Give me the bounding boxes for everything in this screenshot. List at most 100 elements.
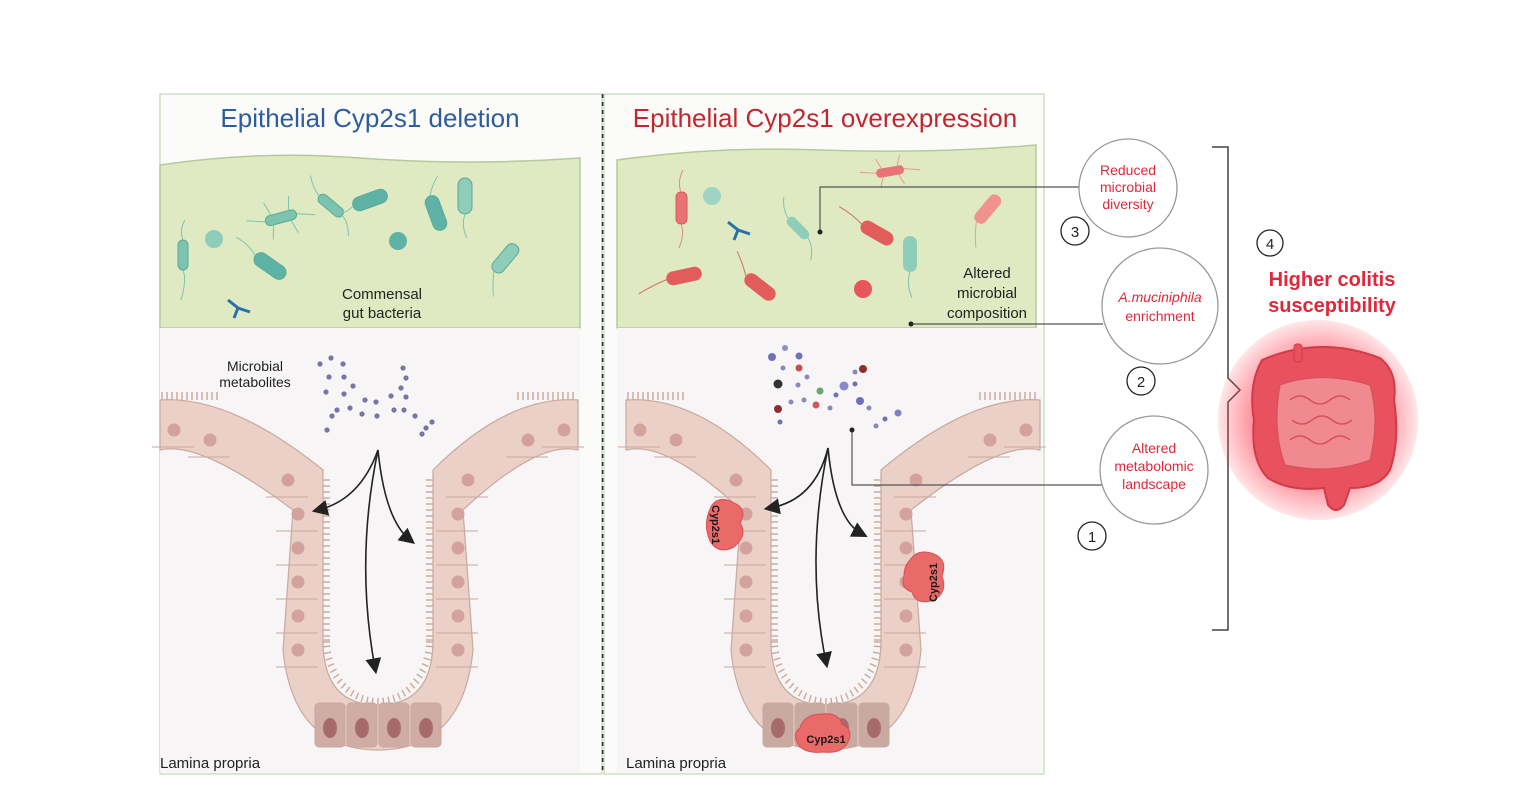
metabolite-dot [423, 425, 429, 431]
callout-text-line3: diversity [1102, 196, 1153, 212]
bacterium-icon [457, 177, 473, 239]
callout-akkermansia: A.muciniphila enrichment 2 [1101, 247, 1219, 396]
bacterium-icon [903, 236, 917, 299]
outcome-text-line1: Higher colitis [1269, 269, 1396, 291]
metabolite-dot [419, 431, 425, 437]
bacterium-icon [246, 196, 316, 240]
metabolite-dot [324, 427, 330, 433]
cyp2s1-protein-2: Cyp2s1 [902, 551, 945, 603]
cyp2s1-protein-1: Cyp2s1 [706, 499, 744, 551]
cell-nucleus [1019, 423, 1033, 437]
cyp2s1-label: Cyp2s1 [806, 734, 845, 746]
outcome-text-line2: susceptibility [1268, 295, 1397, 317]
metabolite-dot [341, 374, 347, 380]
metabolite-dot [856, 397, 864, 405]
cell-nucleus [909, 473, 923, 487]
callout-text-line2: enrichment [1125, 308, 1194, 324]
connector-line-diversity [819, 186, 1082, 232]
metabolite-dot [347, 405, 353, 411]
step-number: 2 [1137, 374, 1145, 391]
epithelium-layer [625, 399, 1041, 751]
cell-nucleus [451, 609, 465, 623]
metabolite-dot [773, 379, 783, 389]
arrow-icon [377, 449, 415, 545]
metabolite-dot [780, 365, 786, 371]
metabolite-dot [866, 405, 872, 411]
metabolites-label-line1: Microbial [227, 358, 283, 374]
metabolite-dot [812, 401, 820, 409]
cell-nucleus [203, 433, 217, 447]
bacterium-icon [974, 194, 1002, 248]
arrow-icon [827, 447, 868, 537]
cell-nucleus [521, 433, 535, 447]
bacterium-icon [783, 196, 813, 261]
cell-nucleus [729, 473, 743, 487]
cell-nucleus [739, 575, 753, 589]
bacterium-icon [838, 206, 894, 246]
cell-nucleus [451, 541, 465, 555]
cell-nucleus [899, 507, 913, 521]
inflamed-intestine-icon [1218, 320, 1418, 520]
metabolite-dot [341, 391, 347, 397]
callout-text-line1: A.muciniphila [1117, 289, 1201, 305]
bacterium-icon [491, 243, 520, 297]
right-panel-title: Epithelial Cyp2s1 overexpression [633, 103, 1017, 133]
callout-diversity: Reduced microbial diversity 3 [1060, 138, 1178, 246]
antibody-icon [227, 298, 251, 319]
callout-text-line1: Altered [1132, 440, 1176, 456]
cell-nucleus [633, 423, 647, 437]
metabolite-dot [328, 355, 334, 361]
right-lumen-region [616, 144, 1037, 329]
metabolite-dot [894, 409, 902, 417]
step-number: 1 [1088, 529, 1096, 546]
callout-circle [1099, 415, 1209, 525]
cell-nucleus [355, 718, 369, 738]
metabolite-dot [827, 405, 833, 411]
cell-nucleus [739, 541, 753, 555]
cell-nucleus [291, 609, 305, 623]
left-crypt [152, 392, 584, 751]
callout-circle [1101, 247, 1219, 365]
commensal-label-line1: Commensal [342, 286, 422, 303]
cell-nucleus [451, 507, 465, 521]
coccus-icon [205, 230, 223, 248]
metabolite-dot [362, 397, 368, 403]
cell-nucleus [899, 609, 913, 623]
metabolite-dot [329, 413, 335, 419]
metabolite-dot [788, 399, 794, 405]
metabolite-dot [388, 393, 394, 399]
metabolite-dot [374, 413, 380, 419]
composition-label-line1: Altered [963, 265, 1011, 282]
metabolite-dot [777, 419, 783, 425]
callout-connectors [817, 186, 1103, 486]
cell-nucleus [451, 575, 465, 589]
bacterium-icon [424, 175, 448, 231]
metabolite-dot [816, 387, 824, 395]
metabolite-dot [400, 365, 406, 371]
outcome-group: 4 Higher colitis susceptibility [1218, 229, 1418, 520]
metabolite-dot [323, 389, 329, 395]
cell-nucleus [291, 541, 305, 555]
metabolite-dot [782, 345, 788, 351]
metabolite-dot [350, 383, 356, 389]
callout-text-line1: Reduced [1100, 162, 1156, 178]
metabolite-dot [833, 392, 839, 398]
step-number: 4 [1266, 236, 1274, 253]
commensal-label-line2: gut bacteria [343, 305, 422, 322]
metabolite-dot [403, 394, 409, 400]
metabolite-dot [859, 365, 867, 373]
commensal-bacteria-group [177, 175, 520, 319]
cell-nucleus [557, 423, 571, 437]
arrow-icon [815, 447, 832, 669]
connector-dot [908, 321, 914, 327]
bacterium-icon [340, 188, 388, 214]
metabolite-dot [391, 407, 397, 413]
metabolite-dot [334, 407, 340, 413]
metabolite-dot [795, 352, 803, 360]
cyp2s1-label: Cyp2s1 [928, 563, 940, 602]
left-diffusion-arrows [311, 449, 415, 675]
metabolite-dot [429, 419, 435, 425]
left-lumen-region [159, 154, 581, 329]
epithelium-layer [159, 399, 579, 751]
